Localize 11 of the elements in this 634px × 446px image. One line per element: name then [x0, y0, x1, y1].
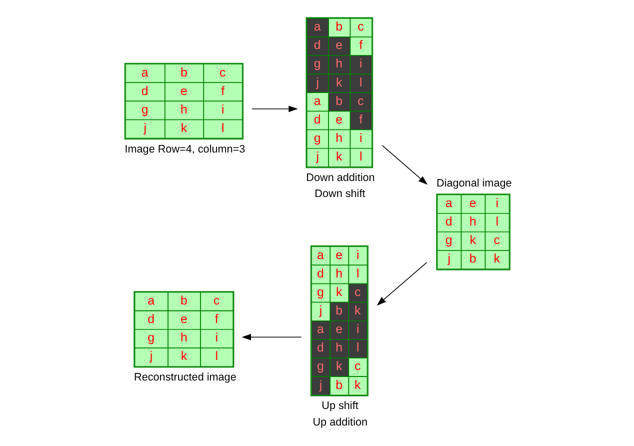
node-label: Down shift	[314, 188, 366, 200]
arrow	[376, 262, 428, 306]
node-label: Up shift	[322, 400, 358, 412]
arrow	[242, 334, 302, 340]
node-label: Down addition	[306, 172, 375, 184]
arrow	[252, 106, 298, 112]
arrow	[382, 145, 428, 185]
node-label: Diagonal image	[436, 177, 512, 190]
node-label: Reconstructed image	[134, 372, 236, 384]
node-label: Up addition	[312, 416, 368, 428]
node-label: Image Row=4, column=3	[124, 143, 246, 156]
